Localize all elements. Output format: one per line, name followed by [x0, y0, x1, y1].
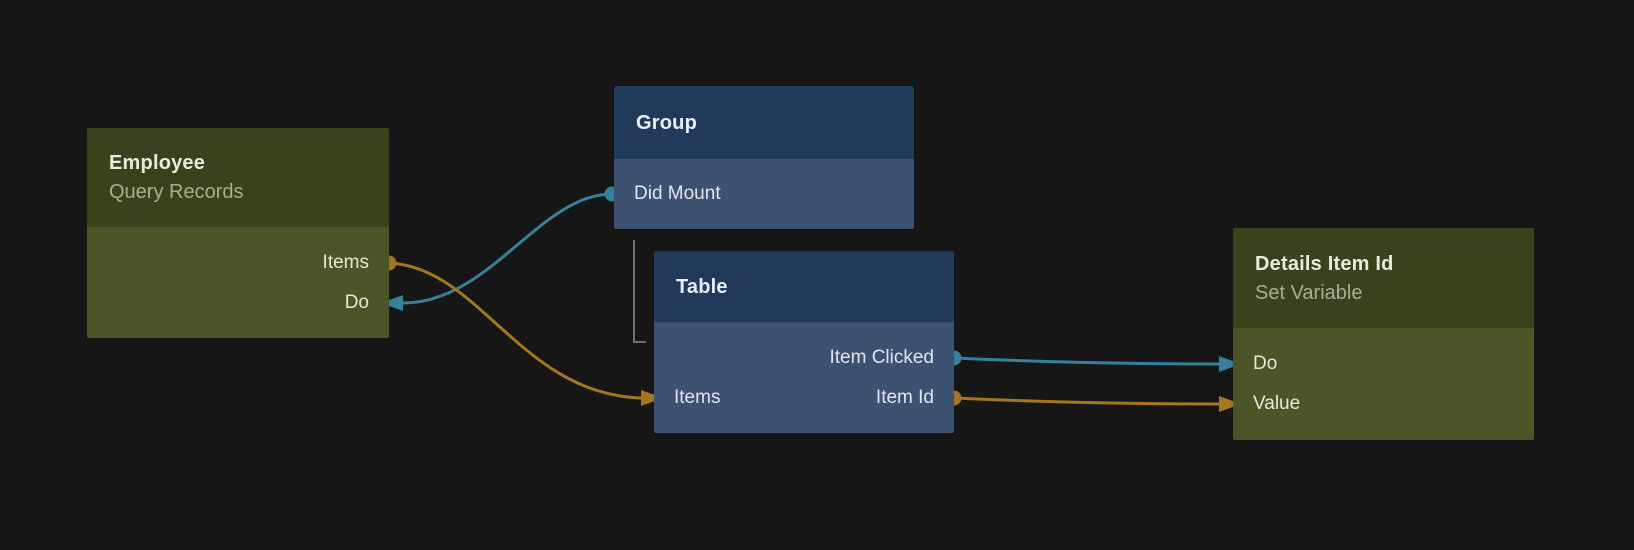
node-subtitle: Query Records: [109, 181, 244, 203]
port-row-items[interactable]: Items: [87, 243, 389, 283]
node-body: Do Value: [1233, 328, 1534, 440]
node-title: Details Item Id: [1255, 252, 1394, 275]
wire-items-to-table-items[interactable]: [387, 261, 643, 400]
node-header: Table: [654, 251, 954, 322]
port-row-do[interactable]: Do: [1233, 344, 1534, 384]
node-subtitle: Set Variable: [1255, 281, 1363, 304]
group-table-child-connector: [633, 240, 646, 343]
port-row-items-itemid[interactable]: Items Item Id: [654, 378, 954, 418]
node-table[interactable]: Table Item Clicked Items Item Id: [654, 251, 954, 433]
node-body: Items Do: [87, 227, 389, 338]
node-header: Group: [614, 86, 914, 159]
node-details-item-id[interactable]: Details Item Id Set Variable Do Value: [1233, 228, 1534, 440]
node-title: Table: [676, 275, 728, 298]
port-label-items: Items: [674, 386, 721, 408]
port-row-did-mount[interactable]: Did Mount: [614, 174, 914, 214]
wire-didmount-to-do[interactable]: [401, 192, 614, 305]
node-group[interactable]: Group Did Mount: [614, 86, 914, 229]
port-label-did-mount: Did Mount: [634, 183, 721, 204]
node-body: Item Clicked Items Item Id: [654, 322, 954, 433]
port-label-do: Do: [1253, 353, 1278, 374]
arrowhead-details-do: [1219, 356, 1241, 372]
node-body: Did Mount: [614, 159, 914, 229]
port-label-item-clicked: Item Clicked: [829, 346, 934, 368]
arrowhead-employee-do: [381, 295, 403, 311]
port-row-value[interactable]: Value: [1233, 384, 1534, 424]
port-row-do[interactable]: Do: [87, 283, 389, 323]
port-label-do: Do: [344, 291, 369, 313]
node-title: Group: [636, 111, 697, 134]
arrowhead-table-items: [641, 390, 663, 406]
wire-itemid-to-value[interactable]: [952, 396, 1221, 406]
node-header: Details Item Id Set Variable: [1233, 228, 1534, 328]
port-row-item-clicked[interactable]: Item Clicked: [654, 338, 954, 378]
wire-itemclicked-to-do[interactable]: [952, 356, 1221, 366]
port-label-items: Items: [322, 251, 369, 273]
port-label-item-id: Item Id: [875, 386, 934, 408]
node-header: Employee Query Records: [87, 128, 389, 227]
arrowhead-details-value: [1219, 396, 1241, 412]
port-label-value: Value: [1253, 393, 1301, 414]
node-title: Employee: [109, 152, 206, 174]
node-employee[interactable]: Employee Query Records Items Do: [87, 128, 389, 338]
